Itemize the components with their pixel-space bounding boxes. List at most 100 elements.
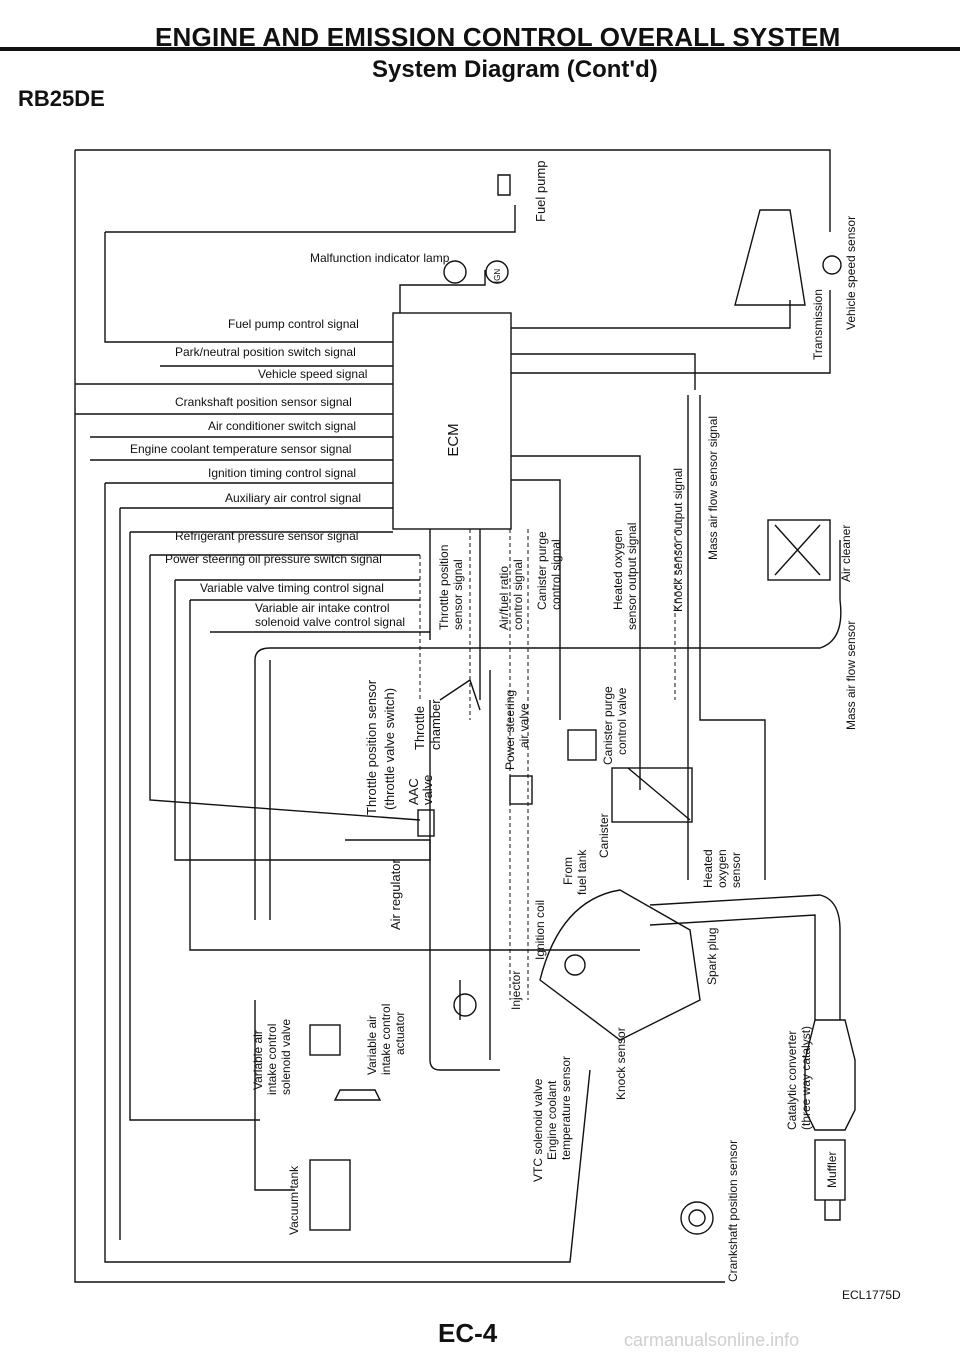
vacuum-line	[254, 1000, 295, 1191]
vertical-signal-label: sensor output signal	[625, 523, 639, 630]
power-steering-label: Power steering	[503, 690, 517, 770]
page-number: EC-4	[438, 1318, 498, 1348]
vias-actuator-label2: intake control	[379, 1004, 393, 1075]
signal-label: solenoid valve control signal	[255, 615, 405, 629]
canister-label: Canister	[597, 813, 611, 858]
signal-label: Power steering oil pressure switch signa…	[165, 552, 382, 566]
mil-lamp-symbol	[443, 260, 467, 284]
transmission-line	[511, 300, 791, 329]
power-steering-valve	[509, 775, 533, 805]
outer-frame-top	[75, 149, 831, 232]
vertical-signal-label: Air/fuel ratio	[497, 566, 511, 630]
vertical-signal-label: control signal	[511, 559, 525, 630]
figure-code: ECL1775D	[842, 1288, 901, 1302]
fuel-pump-label: Fuel pump	[533, 161, 548, 222]
exhaust-bottom	[649, 914, 816, 1020]
air-cleaner-label: Air cleaner	[839, 525, 853, 582]
vias-actuator-label3: actuator	[393, 1012, 407, 1055]
vias-solenoid-label3: solenoid valve	[279, 1019, 293, 1095]
signal-label: Refrigerant pressure sensor signal	[175, 529, 358, 543]
vtc-solenoid-label: VTC solenoid valve	[531, 1078, 545, 1182]
catalytic-converter	[804, 1019, 856, 1131]
vias-solenoid	[309, 1024, 341, 1056]
muffler-box	[814, 1139, 846, 1201]
air-cleaner-element	[774, 524, 821, 576]
vacuum-tank-label: Vacuum tank	[287, 1165, 301, 1235]
signal-line-down	[174, 580, 345, 861]
engine-coolant-sensor-label2: temperature sensor	[559, 1056, 573, 1160]
vertical-signal-label: Throttle position	[437, 545, 451, 630]
aac-pipe	[345, 839, 431, 861]
engine-coolant-sensor-label: Engine coolant	[545, 1080, 559, 1160]
crankshaft-sensor-inner	[688, 1209, 706, 1227]
fuel-pump-symbol	[497, 174, 511, 196]
surge-tank	[429, 700, 500, 1071]
canister-box	[611, 767, 693, 823]
injector-symbol	[564, 954, 586, 976]
aac-valve-label2: valve	[420, 775, 435, 805]
canister-purge-valve	[567, 729, 597, 761]
signal-label: Park/neutral position switch signal	[175, 345, 356, 359]
mil-line	[399, 270, 486, 313]
canister-purge-label2: control valve	[615, 687, 629, 755]
throttle-position-sensor-label2: (throttle valve switch)	[382, 688, 397, 810]
canister-purge-label: Canister purge	[601, 686, 615, 765]
canister-hatch	[627, 767, 691, 821]
vss-line	[511, 290, 831, 374]
vertical-signal-label: Heated oxygen	[611, 529, 625, 610]
intake-duct-top	[254, 540, 842, 661]
fuel-pump-line	[105, 205, 516, 233]
injector-label: Injector	[509, 971, 523, 1010]
vias-solenoid-label2: intake control	[265, 1024, 279, 1095]
signal-line-down	[189, 600, 640, 951]
heated-oxygen-sensor-label2: oxygen	[715, 849, 729, 888]
signal-line-down	[129, 532, 260, 1121]
vertical-signal-label: Canister purge	[535, 531, 549, 610]
signal-line	[699, 395, 766, 880]
crankshaft-position-sensor-label: Crankshaft position sensor	[726, 1140, 740, 1282]
from-fuel-tank-label: From	[561, 857, 575, 885]
throttle-chamber-label: Throttle	[412, 706, 427, 750]
air-cleaner-box	[767, 519, 831, 581]
heated-oxygen-sensor-label3: sensor	[729, 852, 743, 888]
signal-label: Crankshaft position sensor signal	[175, 395, 352, 409]
tailpipe	[824, 1200, 841, 1221]
page-subtitle: System Diagram (Cont'd)	[372, 56, 658, 83]
throttle-position-sensor-label: Throttle position sensor	[364, 679, 379, 815]
outer-frame-left-bottom	[74, 150, 725, 1283]
signal-line	[511, 479, 561, 720]
spark-plug-label: Spark plug	[705, 928, 719, 985]
from-fuel-tank-label2: fuel tank	[575, 849, 589, 895]
engine-model: RB25DE	[18, 86, 105, 111]
vias-actuator-label: Variable air	[365, 1015, 379, 1075]
signal-label: Ignition timing control signal	[208, 466, 356, 480]
signal-line-down	[104, 483, 591, 1263]
vias-actuator	[333, 1089, 382, 1101]
ignition-coil-label: Ignition coil	[533, 900, 547, 960]
vertical-signal-label: sensor signal	[451, 559, 465, 630]
vertical-signal-label: Mass air flow sensor signal	[706, 416, 720, 560]
aac-valve	[417, 809, 435, 837]
vehicle-speed-sensor-label: Vehicle speed sensor	[844, 216, 858, 330]
signal-label: Variable air intake control	[255, 601, 390, 615]
mil-label: Malfunction indicator lamp	[310, 251, 450, 265]
transmission-label: Transmission	[811, 289, 825, 360]
engine-block	[539, 889, 701, 1041]
mass-air-flow-sensor-label: Mass air flow sensor	[844, 621, 858, 730]
catalytic-converter-label: Catalytic converter	[785, 1031, 799, 1130]
ign-symbol	[485, 260, 509, 284]
title-rule	[0, 47, 960, 51]
fuel-pump-signal-line	[104, 232, 393, 343]
throttle-chamber-label2: chamber	[428, 699, 443, 750]
vertical-signal-label: control signal	[549, 539, 563, 610]
signal-label: Air conditioner switch signal	[208, 419, 356, 433]
signal-label: Variable valve timing control signal	[200, 581, 384, 595]
power-steering-label2: air valve	[517, 703, 531, 748]
ign-label: IGN	[493, 269, 502, 283]
signal-line	[511, 353, 696, 390]
air-regulator-label: Air regulator	[388, 859, 403, 930]
signal-label: Auxiliary air control signal	[225, 491, 361, 505]
vias-valve-symbol	[453, 993, 477, 1017]
knock-sensor-label: Knock sensor	[614, 1027, 628, 1100]
